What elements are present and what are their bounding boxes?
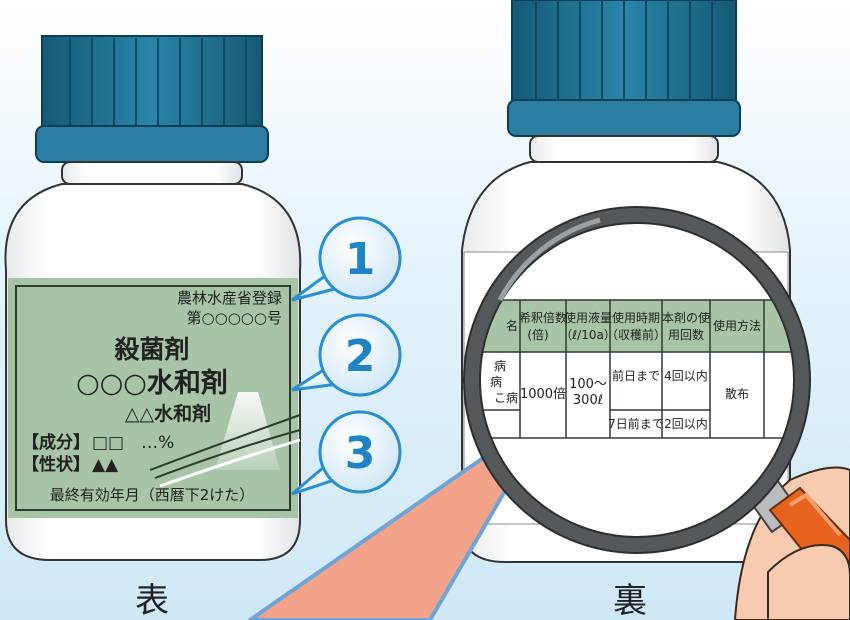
registration-line2: 第○○○○○号 [187, 309, 282, 327]
cell-count-1: 4回以内 [664, 369, 708, 383]
callout-1 [318, 216, 402, 300]
callout-1-number: 1 [345, 234, 376, 285]
front-caption: 表 [135, 581, 169, 620]
header-count-2: 用回数 [668, 327, 704, 342]
product-type: 殺菌剤 [114, 335, 189, 364]
cell-method: 散布 [725, 386, 749, 401]
front-cap-ring [35, 125, 269, 163]
callout-3-number: 3 [345, 428, 376, 479]
header-volume-2: （ℓ/10a） [560, 328, 616, 342]
cell-disease-1: 病 [494, 358, 506, 373]
cell-dilution: 1000倍 [520, 387, 566, 402]
cell-volume-2: 300ℓ [573, 393, 603, 408]
header-method: 使用方法 [713, 318, 761, 333]
header-count-1: 本剤の使 [662, 310, 710, 325]
ingredient-label: 【成分】 [22, 432, 90, 453]
product-name: ○○○水和剤 [76, 367, 228, 399]
magnified-table: 適 名 希釈倍数 (倍) 使用液量 （ℓ/10a） 使用時期 （収穫前） 本剤の… [474, 217, 800, 543]
zoom-pointer [248, 408, 554, 620]
magnifier-ring [464, 207, 810, 553]
expiry: 最終有効年月（西暦下2けた） [50, 486, 255, 504]
header-name: 名 [506, 318, 518, 333]
callout-2-number: 2 [345, 331, 376, 382]
header-timing-1: 使用時期 [612, 310, 660, 325]
registration-line1: 農林水産省登録 [177, 289, 282, 307]
front-cap [41, 35, 263, 129]
cell-timing-1: 前日まで [612, 368, 660, 383]
cell-disease-3: こ病 [494, 390, 518, 405]
callouts: 1 2 3 [291, 216, 402, 496]
header-dilution-2: (倍) [527, 327, 548, 342]
front-bottle: 農林水産省登録 第○○○○○号 殺菌剤 ○○○水和剤 △△水和剤 【成分】 □□… [4, 35, 302, 561]
header-timing-2: （収穫前） [606, 327, 666, 342]
header-dilution-1: 希釈倍数 [519, 310, 567, 325]
header-volume-1: 使用液量 [564, 310, 612, 325]
property-label: 【性状】 [22, 454, 90, 475]
back-caption: 裏 [613, 581, 647, 620]
ingredient-value: □□ …% [92, 433, 174, 453]
callout-2 [318, 313, 402, 397]
formulation: △△水和剤 [125, 402, 211, 425]
cell-count-2: 2回以内 [664, 417, 708, 431]
cell-volume-1: 100〜 [569, 377, 607, 392]
cell-disease-2: 病 [490, 374, 502, 389]
callout-3 [318, 410, 402, 494]
cell-timing-2: 7日前まで [608, 416, 664, 431]
back-cap-ring [507, 99, 741, 137]
property-value: ▲▲ [92, 455, 119, 475]
